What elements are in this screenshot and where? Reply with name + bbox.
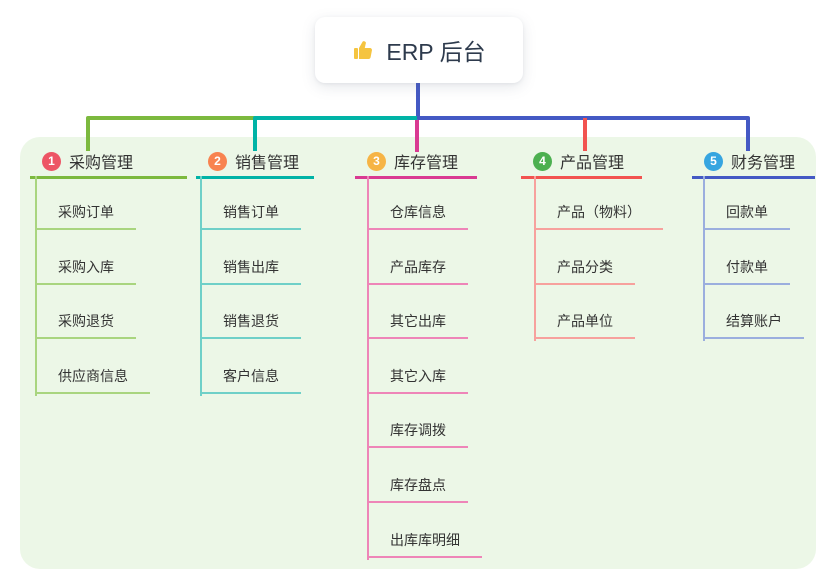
thumbs-up-icon (354, 41, 373, 59)
branch-1-heading[interactable]: 1 采购管理 (30, 150, 187, 179)
leaf-node[interactable]: 回款单 (703, 202, 790, 230)
leaf-node[interactable]: 采购订单 (35, 202, 136, 230)
leaf-node[interactable]: 产品（物料） (534, 202, 663, 230)
branch-1-number-badge: 1 (42, 151, 61, 171)
leaf-node[interactable]: 产品库存 (367, 257, 468, 285)
branch-4-number-badge: 4 (533, 151, 552, 171)
root-topic-label: ERP 后台 (386, 39, 486, 65)
leaf-node[interactable]: 采购退货 (35, 311, 136, 339)
leaf-node[interactable]: 产品分类 (534, 257, 635, 285)
branch-2-number-badge: 2 (208, 151, 227, 171)
branch-5-number-badge: 5 (704, 151, 723, 171)
leaf-node[interactable]: 销售出库 (200, 257, 301, 285)
branch-5-heading[interactable]: 5 财务管理 (692, 150, 815, 179)
leaf-node[interactable]: 库存调拨 (367, 420, 468, 448)
leaf-node[interactable]: 客户信息 (200, 366, 301, 394)
leaf-node[interactable]: 销售订单 (200, 202, 301, 230)
branch-3-heading[interactable]: 3 库存管理 (355, 150, 477, 179)
leaf-node[interactable]: 仓库信息 (367, 202, 468, 230)
leaf-node[interactable]: 其它出库 (367, 311, 468, 339)
branch-2-heading[interactable]: 2 销售管理 (196, 150, 314, 179)
branch-4-heading[interactable]: 4 产品管理 (521, 150, 642, 179)
branch-4-label: 产品管理 (560, 155, 625, 172)
leaf-node[interactable]: 采购入库 (35, 257, 136, 285)
leaf-node[interactable]: 出库库明细 (367, 530, 482, 558)
branch-3-label: 库存管理 (394, 155, 459, 172)
branch-5-label: 财务管理 (731, 155, 796, 172)
leaf-node[interactable]: 供应商信息 (35, 366, 150, 394)
leaf-node[interactable]: 销售退货 (200, 311, 301, 339)
branch-1-sub-connector (35, 176, 37, 396)
branch-4-sub-connector (534, 176, 536, 342)
branch-3-number-badge: 3 (367, 151, 386, 171)
branch-2-label: 销售管理 (235, 155, 300, 172)
leaf-node[interactable]: 其它入库 (367, 366, 468, 394)
branches-background-panel (20, 137, 816, 569)
leaf-node[interactable]: 结算账户 (703, 311, 804, 339)
branch-1-label: 采购管理 (69, 155, 134, 172)
leaf-node[interactable]: 付款单 (703, 257, 790, 285)
branch-2-sub-connector (200, 176, 202, 396)
root-topic-node[interactable]: ERP 后台 (315, 17, 523, 83)
branch-3-sub-connector (367, 176, 369, 560)
leaf-node[interactable]: 产品单位 (534, 311, 635, 339)
leaf-node[interactable]: 库存盘点 (367, 475, 468, 503)
branch-5-sub-connector (703, 176, 705, 342)
